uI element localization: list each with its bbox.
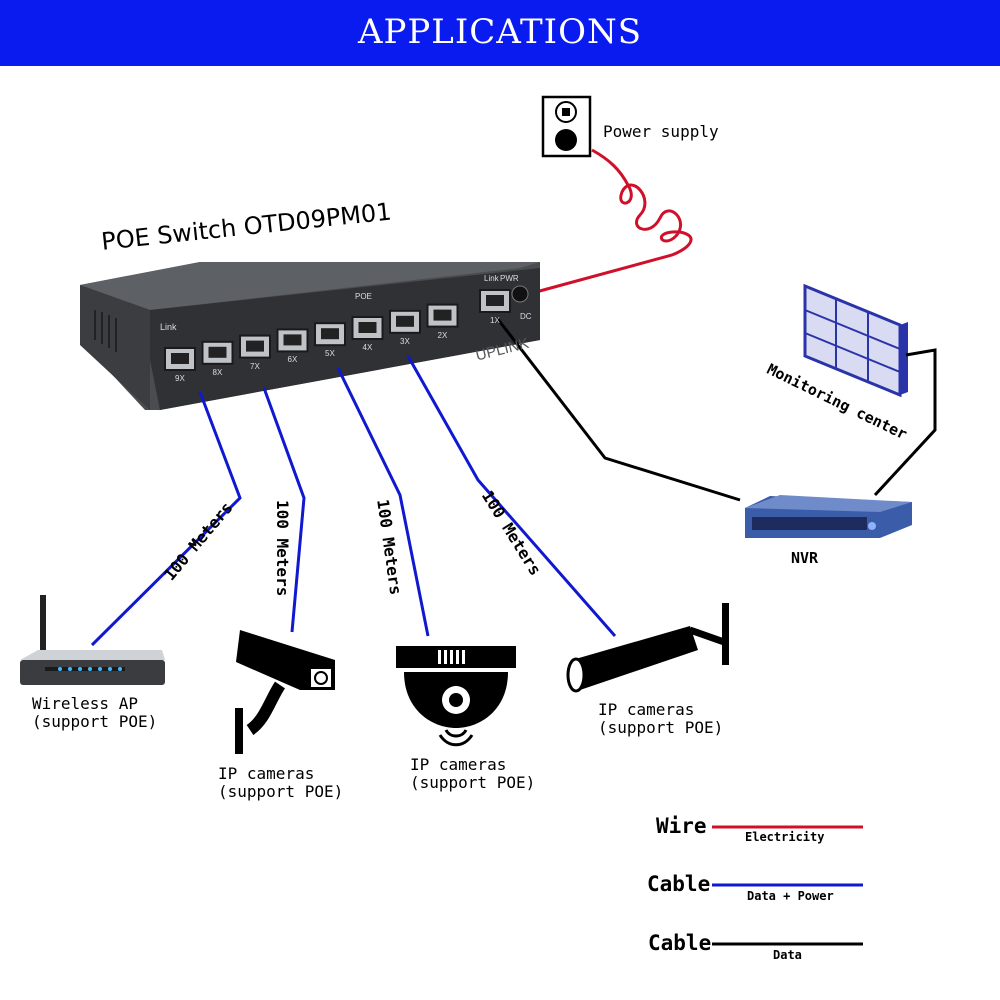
camera-1-label: IP cameras (support POE) bbox=[218, 765, 343, 801]
ethernet-port-socket bbox=[171, 353, 189, 364]
camera-2-line1: IP cameras bbox=[410, 755, 507, 774]
uplink-data-cable bbox=[495, 317, 741, 502]
nvr-device-icon bbox=[745, 495, 912, 538]
power-wire bbox=[535, 148, 693, 294]
port-label: 5X bbox=[325, 349, 335, 359]
port-label: 9X bbox=[175, 374, 185, 383]
wireless-ap-line2: (support POE) bbox=[32, 712, 158, 731]
power-outlet-icon bbox=[541, 95, 592, 158]
nvr-label: NVR bbox=[791, 549, 819, 567]
camera-3-line1: IP cameras bbox=[598, 700, 695, 719]
legend-cable-data-label: Cable bbox=[648, 931, 712, 955]
legend-wire-sub: Electricity bbox=[745, 830, 825, 844]
poe-label: POE bbox=[355, 292, 372, 301]
camera-icon-2 bbox=[396, 646, 516, 747]
legend-wire-label: Wire bbox=[656, 814, 707, 838]
legend-cable-data-sub: Data bbox=[773, 948, 802, 962]
ethernet-port-socket bbox=[486, 295, 504, 306]
port-label: 4X bbox=[362, 343, 373, 352]
camera-2-label: IP cameras (support POE) bbox=[410, 756, 535, 792]
cable-to-wireless-ap bbox=[90, 391, 242, 647]
ethernet-port-socket bbox=[246, 340, 264, 352]
distance-label-cam1: 100 Meters bbox=[273, 500, 292, 597]
camera-1-line1: IP cameras bbox=[218, 764, 315, 783]
monitoring-screen-icon bbox=[803, 283, 908, 398]
ethernet-port-socket bbox=[283, 334, 302, 346]
ethernet-port-socket bbox=[433, 309, 452, 321]
poe-switch bbox=[80, 262, 540, 410]
camera-1-line2: (support POE) bbox=[218, 782, 344, 801]
wireless-ap-line1: Wireless AP bbox=[32, 694, 138, 713]
port-label: 1X bbox=[490, 316, 500, 325]
pwr-label: PWR bbox=[500, 274, 519, 283]
page-title: APPLICATIONS bbox=[357, 12, 643, 52]
camera-3-line2: (support POE) bbox=[598, 718, 724, 737]
port-label: 3X bbox=[400, 336, 410, 346]
cable-to-camera-3 bbox=[406, 355, 617, 637]
ethernet-port-socket bbox=[321, 328, 339, 340]
cable-to-camera-1 bbox=[262, 387, 306, 633]
camera-2-line2: (support POE) bbox=[410, 773, 536, 792]
monitor-data-cable bbox=[873, 348, 937, 497]
header-banner: APPLICATIONS bbox=[0, 0, 1000, 66]
link-label: Link bbox=[160, 322, 177, 332]
port-label: 2X bbox=[437, 330, 448, 340]
camera-icon-1 bbox=[235, 630, 335, 754]
power-supply-label: Power supply bbox=[603, 122, 719, 141]
link2-label: Link bbox=[484, 274, 499, 283]
port-label: 8X bbox=[212, 367, 223, 377]
port-label: 7X bbox=[250, 361, 260, 371]
port-label: 6X bbox=[287, 355, 298, 365]
ethernet-port-socket bbox=[396, 315, 414, 327]
cable-to-camera-2 bbox=[336, 367, 430, 637]
camera-3-label: IP cameras (support POE) bbox=[598, 701, 723, 737]
wireless-router-icon bbox=[20, 595, 165, 685]
legend-cable-label: Cable bbox=[647, 872, 711, 896]
wireless-ap-label: Wireless AP (support POE) bbox=[32, 695, 157, 731]
dc-label: DC bbox=[520, 312, 532, 321]
ethernet-port-socket bbox=[358, 322, 377, 333]
camera-icon-3 bbox=[566, 603, 729, 693]
legend-cable-sub: Data + Power bbox=[747, 889, 834, 903]
ethernet-port-socket bbox=[208, 346, 227, 358]
